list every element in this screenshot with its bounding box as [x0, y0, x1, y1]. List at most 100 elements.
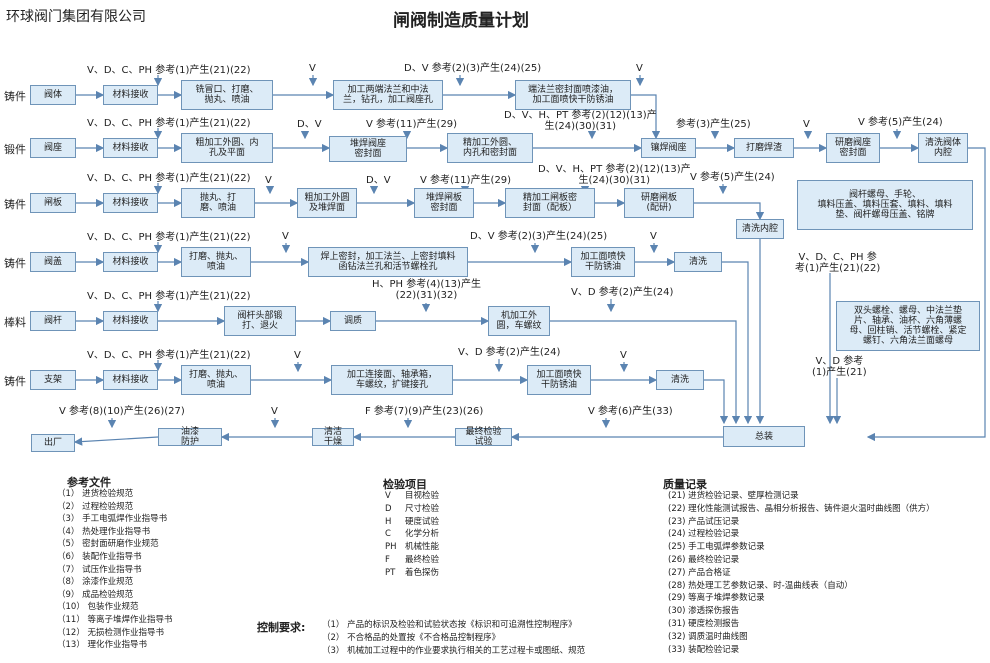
inspection-note: H、PH 参考(4)(13)产生 (22)(31)(32) [372, 279, 481, 301]
inspection-note: V、D 参考(2)产生(24) [571, 287, 674, 298]
inspection-note: D、V [366, 175, 391, 186]
row-label: 棒料 [4, 316, 26, 329]
inspection-note: V、D、C、PH 参 考(1)产生(21)(22) [795, 252, 881, 274]
process-box: 清洗阀体 内腔 [918, 133, 968, 163]
row-label: 铸件 [4, 198, 26, 211]
process-box: 端法兰密封面喷漆油， 加工面喷快干防锈油 [515, 80, 631, 110]
inspection-note: V 参考(11)产生(29) [366, 119, 458, 130]
control-requirement-item: （2） 不合格品的处置按《不合格品控制程序》 [322, 633, 501, 643]
inspection-note: D、V、H、PT 参考(2)(12)(13)产 生(24)(30)(31) [504, 110, 657, 132]
check-mark: V [309, 63, 316, 74]
reference-doc-item: （11） 等离子堆焊作业指导书 [57, 615, 173, 625]
inspection-code: C [385, 529, 391, 540]
quality-record-item: (33) 装配检验记录 [668, 644, 740, 655]
inspection-name: 化学分析 [405, 529, 440, 540]
reference-doc-item: （9） 成品检验规范 [57, 589, 134, 600]
quality-record-item: (23) 产品试压记录 [668, 516, 740, 527]
process-box: 打磨焊渣 [734, 138, 794, 158]
inspection-note: D、V [297, 119, 322, 130]
inspection-name: 机械性能 [405, 542, 440, 553]
material-intake-box: 材料接收 [103, 193, 158, 213]
check-mark: V [650, 231, 657, 242]
quality-record-item: (29) 等离子堆焊参数记录 [668, 593, 765, 604]
reference-doc-item: （10） 包装作业规范 [57, 602, 139, 613]
quality-record-item: (28) 热处理工艺参数记录、时-温曲线表（自动） [668, 580, 853, 591]
inspection-code: V [385, 491, 391, 501]
inspection-note: D、V、H、PT 参考(2)(12)(13)产 生(24)(30)(31) [538, 164, 691, 186]
quality-records-heading: 质量记录 [663, 478, 707, 491]
row-label: 铸件 [4, 90, 26, 103]
inspection-note: D、V 参考(2)(3)产生(24)(25) [404, 63, 542, 74]
inspection-code: PH [385, 542, 397, 553]
reference-doc-item: （3） 手工电弧焊作业指导书 [57, 514, 168, 525]
reference-doc-item: （2） 过程检验规范 [57, 501, 134, 512]
inspection-name: 尺寸检验 [405, 503, 440, 514]
flow-arrow [866, 147, 986, 442]
inspection-note: V 参考(5)产生(24) [858, 117, 943, 128]
reference-doc-item: （6） 装配作业指导书 [57, 552, 142, 562]
process-box: 油漆 防护 [158, 427, 222, 447]
row-label: 铸件 [4, 257, 26, 270]
reference-doc-item: （13） 理化作业指导书 [57, 640, 148, 651]
process-box: 焊上密封，加工法兰、上密封填料 函钻法兰孔和活节螺栓孔 [308, 247, 468, 277]
process-box: 清洗 [674, 252, 722, 272]
inspection-code: F [385, 555, 390, 565]
intake-inspection-note: V、D、C、PH 参考(1)产生(21)(22) [87, 350, 251, 361]
quality-record-item: (24) 过程检验记录 [668, 529, 740, 540]
quality-record-item: (21) 进货检验记录、壁厚检测记录 [668, 491, 799, 501]
process-box: 精加工外圆、 内孔和密封面 [447, 133, 533, 163]
process-box: 清洁 干燥 [312, 427, 354, 447]
quality-record-item: (25) 手工电弧焊参数记录 [668, 542, 765, 553]
company-name: 环球阀门集团有限公司 [6, 9, 146, 25]
material-intake-box: 材料接收 [103, 311, 158, 331]
inspection-note: V 参考(6)产生(33) [588, 406, 673, 417]
material-intake-box: 材料接收 [103, 138, 158, 158]
process-box: 粗加工外圆、内 孔及平面 [181, 133, 273, 163]
flow-arrow [722, 261, 753, 425]
check-mark: V [636, 63, 643, 74]
inspection-code: D [385, 503, 392, 514]
inspection-name: 硬度试验 [405, 516, 440, 527]
inspection-note: D、V 参考(2)(3)产生(24)(25) [470, 231, 608, 242]
inspection-code: H [385, 516, 392, 527]
inspection-name: 最终检验 [405, 555, 440, 565]
process-box: 堆焊阀座 密封面 [329, 136, 407, 162]
inspection-note: 参考(3)产生(25) [676, 119, 751, 130]
process-box: 打磨、抛丸、 喷油 [181, 247, 251, 277]
process-box: 抛丸、打 磨、喷油 [181, 188, 255, 218]
reference-docs-heading: 参考文件 [67, 476, 111, 489]
raw-material-box: 阀座 [30, 138, 76, 158]
reference-doc-item: （8） 涂漆作业规范 [57, 577, 134, 588]
raw-material-box: 闸板 [30, 193, 76, 213]
process-box: 阀杆头部锻 打、退火 [224, 306, 296, 336]
raw-material-box: 阀杆 [30, 311, 76, 331]
material-intake-box: 材料接收 [103, 252, 158, 272]
inspection-note: V 参考(5)产生(24) [690, 172, 775, 183]
process-box: 打磨、抛丸、 喷油 [181, 365, 251, 395]
inspection-note: F 参考(7)(9)产生(23)(26) [365, 406, 484, 417]
control-requirements-heading: 控制要求: [257, 621, 306, 634]
row-label: 铸件 [4, 375, 26, 388]
flow-arrow [631, 94, 661, 140]
process-box: 最终检验 试验 [455, 427, 512, 447]
check-mark: V [282, 231, 289, 242]
inspection-name: 目视检验 [405, 491, 440, 501]
inspection-note: V 参考(8)(10)产生(26)(27) [59, 406, 185, 417]
check-mark: V [294, 350, 301, 361]
flow-arrow [550, 320, 741, 425]
process-box: 粗加工外圆 及堆焊面 [297, 188, 357, 218]
assembly-box: 总装 [723, 426, 805, 447]
check-mark: V [265, 175, 272, 186]
purchased-parts-box: 阀杆螺母、手轮、 填料压盖、填料压套、填料、填料 垫、阀杆螺母压盖、铭牌 [797, 180, 973, 230]
inspection-code: PT [385, 567, 396, 578]
process-box: 清洗 [656, 370, 704, 390]
process-box: 镶焊阀座 [641, 138, 696, 158]
page-title: 闸阀制造质量计划 [393, 11, 529, 31]
reference-doc-item: （5） 密封面研磨作业规范 [57, 539, 159, 550]
raw-material-box: 阀体 [30, 85, 76, 105]
flow-arrow [73, 436, 159, 446]
inspection-note: V、D 参考(2)产生(24) [458, 347, 561, 358]
process-box: 调质 [330, 311, 376, 331]
process-box: 机加工外 圆，车螺纹 [488, 306, 550, 336]
